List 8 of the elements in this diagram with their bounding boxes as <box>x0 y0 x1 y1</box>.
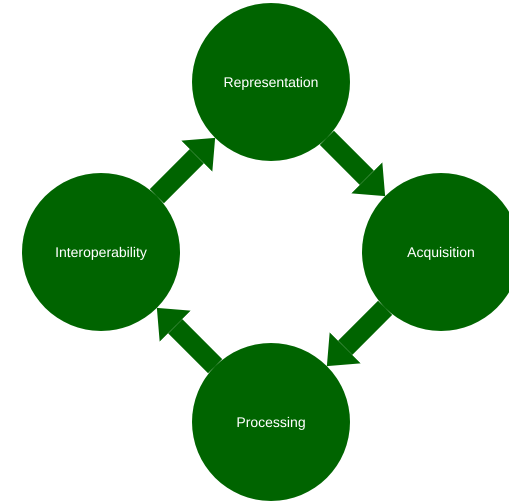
block-arrow <box>326 300 392 366</box>
block-arrow <box>320 130 386 196</box>
circle-label: Processing <box>236 414 306 430</box>
circle-label: Representation <box>224 74 318 90</box>
block-arrow <box>156 308 222 374</box>
circle-label: Acquisition <box>407 244 475 260</box>
circle-label: Interoperability <box>55 244 147 260</box>
block-arrow <box>150 138 216 204</box>
